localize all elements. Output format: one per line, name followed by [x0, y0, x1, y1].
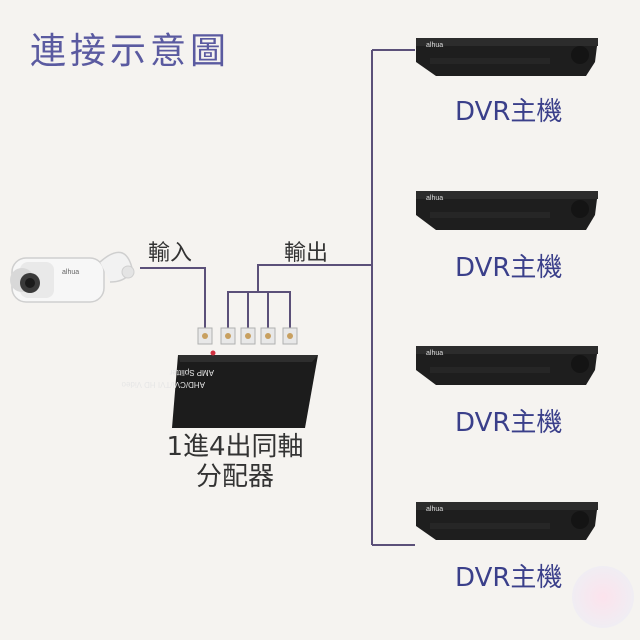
output-label: 輸出: [284, 241, 329, 266]
dvr-unit-4: alhua: [416, 502, 598, 540]
dvr-unit-1: alhua: [416, 38, 598, 76]
splitter-print-sub: AMP Splitter: [169, 368, 214, 377]
splitter-print-main: AHD/CVI/TVI HD Video: [121, 380, 205, 389]
camera-icon: alhua: [10, 251, 135, 303]
dvr-4-brand: alhua: [426, 506, 443, 513]
bnc-output-2-icon: [240, 327, 256, 345]
dvr-label-4: DVR主機: [455, 563, 563, 593]
splitter-box-icon: AHD/CVI/TVI HD Video AMP Splitter: [121, 350, 318, 428]
output-line-a: [227, 291, 291, 330]
dvr-label-3: DVR主機: [455, 408, 563, 438]
bnc-connectors: [197, 327, 298, 345]
input-label: 輸入: [148, 241, 193, 266]
bnc-output-4-icon: [282, 327, 298, 345]
dvr-unit-2: alhua: [416, 191, 598, 230]
dvr-3-brand: alhua: [426, 350, 443, 357]
bnc-output-1-icon: [220, 327, 236, 345]
splitter-caption: 1進4出同軸 分配器: [150, 432, 320, 492]
input-line: [140, 267, 206, 330]
bnc-input-icon: [197, 327, 213, 345]
watermark-logo: [572, 566, 634, 628]
splitter-caption-line1: 1進4出同軸: [166, 432, 304, 462]
connection-lines: [140, 49, 415, 546]
dvr-2-brand: alhua: [426, 195, 443, 202]
bnc-output-3-icon: [260, 327, 276, 345]
camera-brand: alhua: [62, 269, 79, 276]
page-title: 連接示意圖: [30, 31, 231, 72]
splitter-caption-line2: 分配器: [195, 462, 274, 492]
dvr-1-brand: alhua: [426, 42, 443, 49]
output-trunk: [257, 264, 372, 292]
dvr-label-1: DVR主機: [455, 97, 563, 127]
dvr-unit-3: alhua: [416, 346, 598, 385]
dvr-label-2: DVR主機: [455, 253, 563, 283]
